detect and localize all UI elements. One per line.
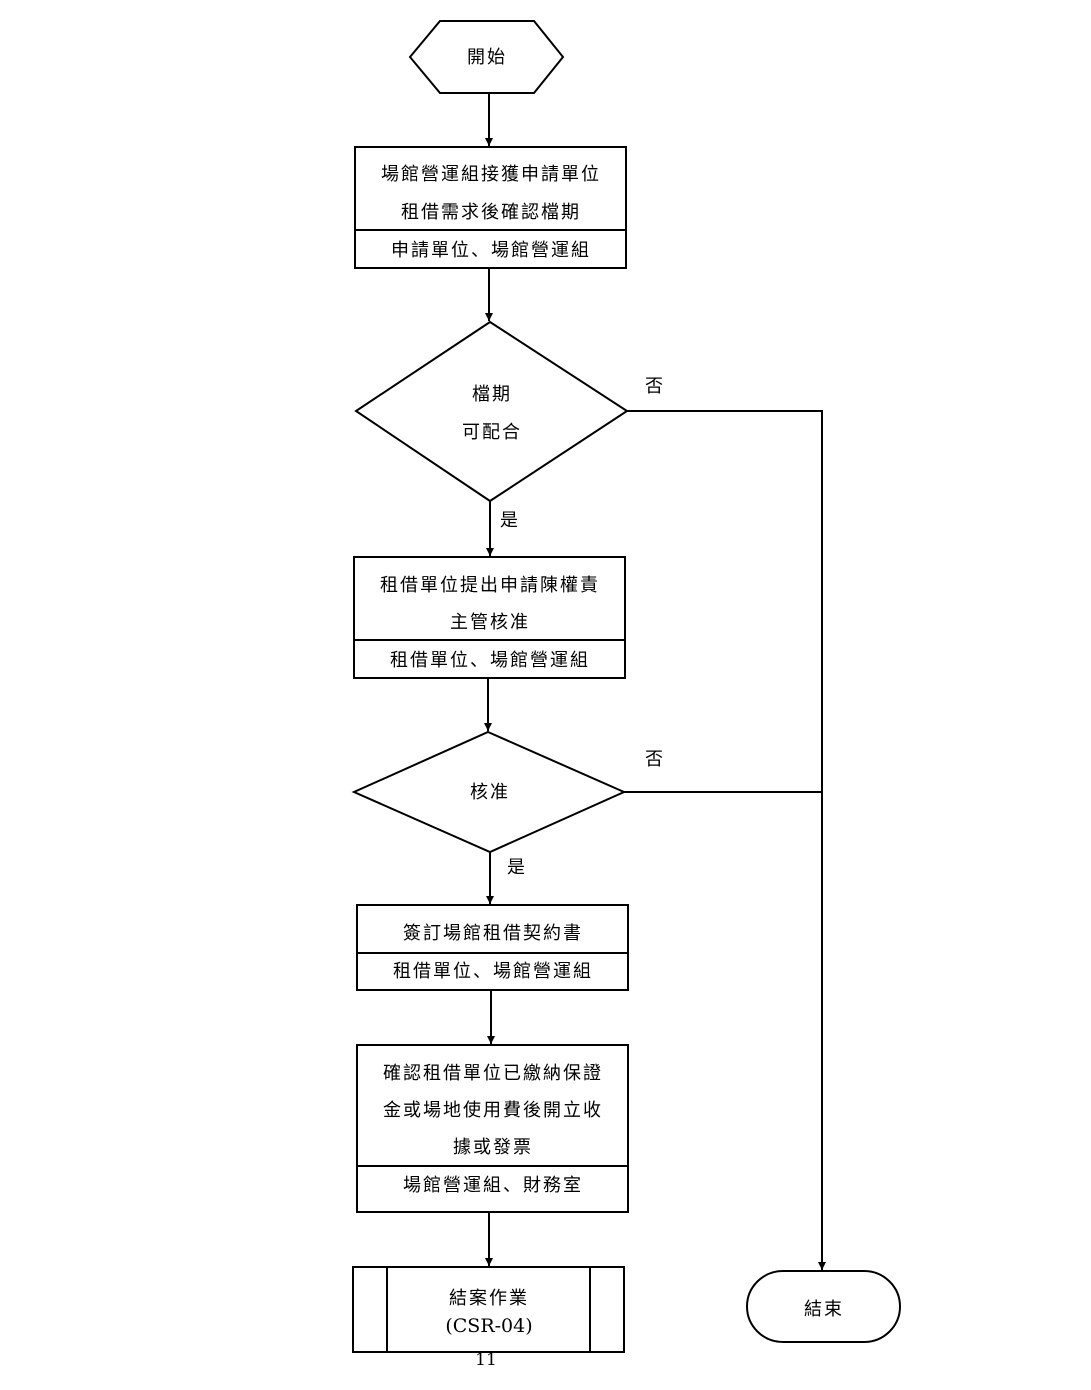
step1-line-1: 場館營運組接獲申請單位 bbox=[381, 164, 601, 185]
step3-line-1: 簽訂場館租借契約書 bbox=[403, 923, 583, 944]
start-node: 開始 bbox=[408, 20, 565, 94]
process-step-4: 確認租借單位已繳納保證 金或場地使用費後開立收 據或發票 場館營運組、財務室 bbox=[356, 1044, 629, 1213]
decision2-yes-label: 是 bbox=[507, 857, 527, 878]
end-label: 結束 bbox=[804, 1299, 844, 1320]
decision2-label: 核准 bbox=[470, 782, 510, 803]
end-node: 結束 bbox=[746, 1270, 901, 1343]
decision2-no-label: 否 bbox=[645, 749, 665, 770]
step4-line-3: 據或發票 bbox=[453, 1137, 533, 1158]
subprocess-line-1: 結案作業 bbox=[449, 1288, 529, 1309]
process-step-2: 租借單位提出申請陳權責 主管核准 租借單位、場館營運組 bbox=[353, 556, 626, 679]
process-step-1: 場館營運組接獲申請單位 租借需求後確認檔期 申請單位、場館營運組 bbox=[354, 146, 627, 269]
subprocess-line-2: (CSR-04) bbox=[445, 1315, 532, 1337]
start-label: 開始 bbox=[467, 47, 507, 68]
step1-line-2: 租借需求後確認檔期 bbox=[401, 202, 581, 223]
connector-decision1-no bbox=[627, 410, 826, 1270]
decision1-line-2: 可配合 bbox=[462, 422, 522, 443]
decision1-line-1: 檔期 bbox=[472, 384, 512, 405]
subprocess-node: 結案作業 (CSR-04) bbox=[352, 1266, 625, 1353]
step4-line-2: 金或場地使用費後開立收 bbox=[383, 1100, 603, 1121]
decision1-yes-label: 是 bbox=[500, 510, 520, 531]
step3-role: 租借單位、場館營運組 bbox=[393, 961, 593, 982]
step2-role: 租借單位、場館營運組 bbox=[390, 650, 590, 671]
step4-line-1: 確認租借單位已繳納保證 bbox=[383, 1063, 603, 1084]
step1-role: 申請單位、場館營運組 bbox=[391, 240, 591, 261]
decision-1: 檔期 可配合 bbox=[354, 320, 629, 503]
step2-line-1: 租借單位提出申請陳權責 bbox=[380, 575, 600, 596]
step4-role: 場館營運組、財務室 bbox=[403, 1175, 583, 1196]
decision1-no-label: 否 bbox=[645, 376, 665, 397]
step2-line-2: 主管核准 bbox=[450, 612, 530, 633]
page-number: 11 bbox=[475, 1350, 497, 1370]
decision-2: 核准 bbox=[351, 730, 627, 854]
process-step-3: 簽訂場館租借契約書 租借單位、場館營運組 bbox=[356, 904, 629, 991]
